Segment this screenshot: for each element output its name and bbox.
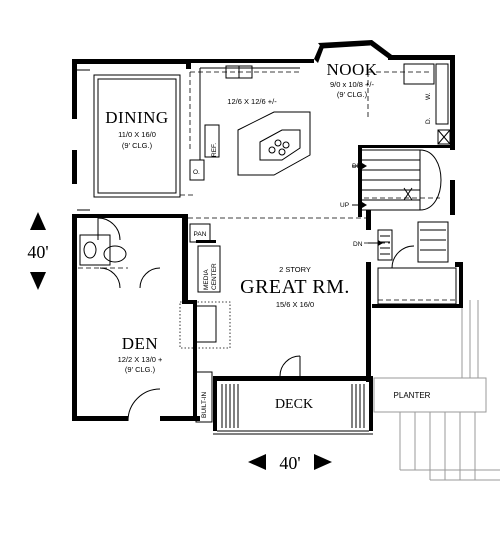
built-in-label: BUILT-IN	[201, 391, 208, 418]
dining-name: DINING	[105, 108, 168, 127]
nook-name: NOOK	[326, 60, 377, 79]
fixture-labels: REF. O. PAN MEDIA CENTER BUILT-IN DN UP …	[193, 92, 432, 418]
planter-name: PLANTER	[394, 391, 431, 400]
down-arrow-icon	[30, 272, 46, 290]
kitchen-size: 12/6 X 12/6 +/-	[227, 97, 277, 106]
den-name: DEN	[122, 334, 158, 353]
vertical-dimension: 40'	[27, 242, 48, 262]
den-size: 12/2 X 13/0 +	[118, 355, 163, 364]
washer-label: W.	[425, 92, 432, 100]
up-arrow-icon	[30, 212, 46, 230]
dining-ceiling: (9' CLG.)	[122, 141, 153, 150]
den-ceiling: (9' CLG.)	[125, 365, 156, 374]
pan-label: PAN	[194, 231, 207, 238]
center-label: CENTER	[211, 263, 218, 290]
dining-size: 11/0 X 16/0	[118, 130, 156, 139]
nook-ceiling: (9' CLG.)	[337, 90, 368, 99]
dn-label-lower: DN	[353, 241, 363, 248]
oven-label: O.	[193, 169, 200, 176]
dn-label-upper: DN	[352, 163, 362, 170]
interior-lines	[77, 44, 457, 435]
ref-label: REF.	[211, 143, 218, 157]
media-label: MEDIA	[203, 269, 210, 290]
deck-name: DECK	[275, 397, 313, 412]
left-arrow-icon	[248, 454, 266, 470]
great-room-prefix: 2 STORY	[279, 265, 311, 274]
up-label: UP	[340, 202, 349, 209]
dryer-label: D.	[425, 117, 432, 124]
room-labels: NOOK 9/0 x 10/8 +/- (9' CLG.) DINING 11/…	[105, 60, 430, 412]
planter-area	[373, 300, 500, 481]
great-room-name: GREAT RM.	[240, 276, 350, 298]
right-arrow-icon	[314, 454, 332, 470]
horizontal-dimension: 40'	[279, 453, 300, 473]
dimension-markers: 40' 40'	[27, 212, 332, 473]
nook-size: 9/0 x 10/8 +/-	[330, 80, 374, 89]
great-room-size: 15/6 X 16/0	[276, 300, 314, 309]
exterior-walls	[72, 40, 463, 431]
